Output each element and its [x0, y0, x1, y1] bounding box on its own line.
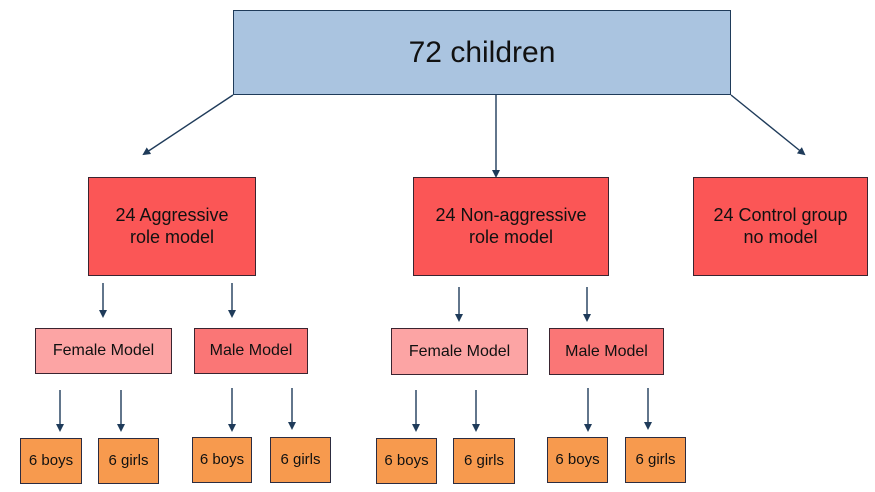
arrow-root-to-control [730, 94, 806, 156]
nonaggressive-female-model: Female Model [391, 328, 528, 375]
aggressive-female-model: Female Model [35, 328, 172, 374]
leaf-nonaggressive-male-girls: 6 girls [625, 437, 686, 483]
leaf-nonaggressive-male-boys: 6 boys [547, 437, 608, 483]
arrow-root-to-aggressive [142, 94, 234, 156]
aggressive-male-model: Male Model [194, 328, 308, 374]
group-aggressive-role-model: 24 Aggressive role model [88, 177, 256, 276]
group-control-no-model: 24 Control group no model [693, 177, 868, 276]
leaf-nonaggressive-female-boys: 6 boys [376, 438, 437, 484]
group-non-aggressive-role-model: 24 Non-aggressive role model [413, 177, 609, 276]
leaf-aggressive-female-boys: 6 boys [20, 438, 82, 484]
root-node-72-children: 72 children [233, 10, 731, 95]
nonaggressive-male-model: Male Model [549, 328, 664, 375]
leaf-aggressive-male-girls: 6 girls [270, 437, 331, 483]
leaf-aggressive-female-girls: 6 girls [98, 438, 159, 484]
leaf-aggressive-male-boys: 6 boys [192, 437, 252, 483]
leaf-nonaggressive-female-girls: 6 girls [453, 438, 515, 484]
